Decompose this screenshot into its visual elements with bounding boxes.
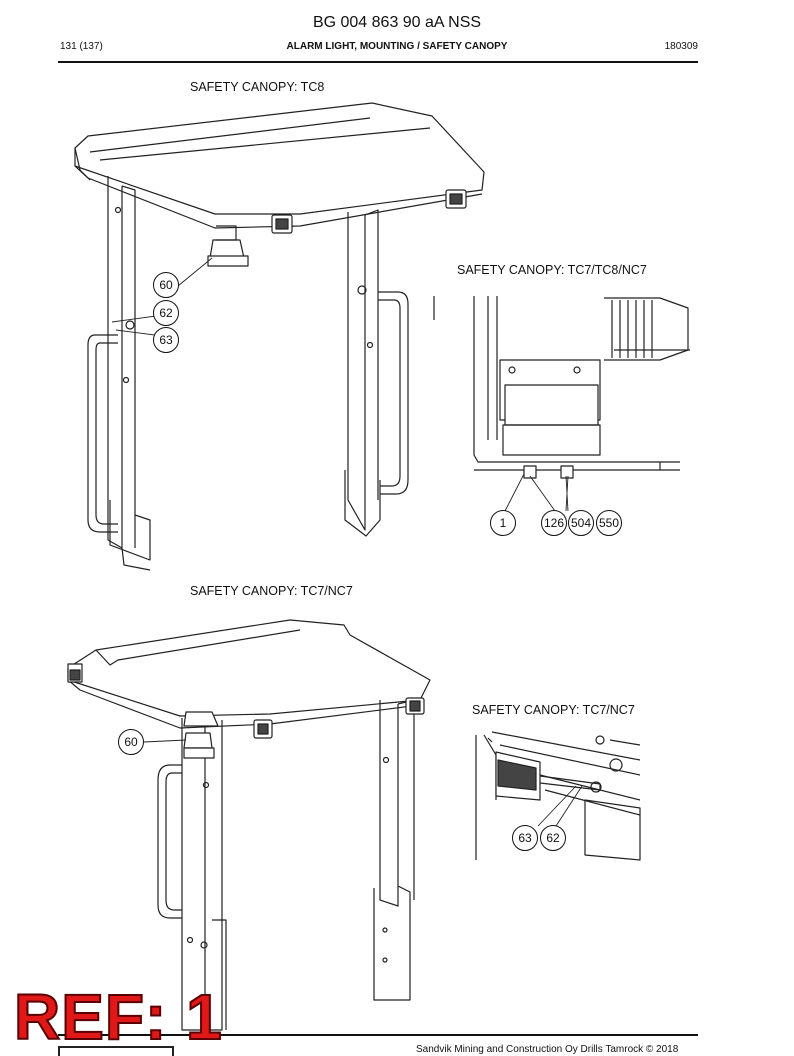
canopy-tc7-nc7-detail-drawing-2 (475, 731, 641, 861)
view-label-tc7-nc7-detail: SAFETY CANOPY: TC7/NC7 (472, 703, 635, 717)
document-number: BG 004 863 90 aA NSS (312, 14, 482, 31)
callout-62-tc7[interactable]: 62 (540, 825, 566, 851)
date-code: 180309 (664, 41, 698, 52)
callout-62[interactable]: 62 (153, 300, 179, 326)
callout-550[interactable]: 550 (596, 510, 622, 536)
view-label-tc8: SAFETY CANOPY: TC8 (190, 80, 325, 94)
callout-504[interactable]: 504 (568, 510, 594, 536)
view-label-tc7-tc8-nc7: SAFETY CANOPY: TC7/TC8/NC7 (457, 263, 647, 277)
callout-126[interactable]: 126 (541, 510, 567, 536)
footer-rule (58, 1034, 698, 1036)
reference-stamp: REF: 1 (13, 981, 223, 1053)
callout-60-tc7[interactable]: 60 (118, 729, 144, 755)
header-rule (58, 61, 698, 63)
page-number: 131 (137) (60, 41, 103, 52)
logo-strip (58, 1046, 174, 1056)
copyright-text: Sandvik Mining and Construction Oy Drill… (416, 1044, 679, 1055)
callout-63[interactable]: 63 (153, 327, 179, 353)
callout-1[interactable]: 1 (490, 510, 516, 536)
callout-63-tc7[interactable]: 63 (512, 825, 538, 851)
page-title: ALARM LIGHT, MOUNTING / SAFETY CANOPY (286, 41, 508, 52)
canopy-tc8-drawing (74, 102, 485, 571)
view-label-tc7-nc7: SAFETY CANOPY: TC7/NC7 (190, 584, 353, 598)
callout-60[interactable]: 60 (153, 272, 179, 298)
canopy-tc7-nc7-drawing (67, 619, 431, 1031)
canopy-tc7-tc8-nc7-detail-drawing (433, 296, 690, 512)
